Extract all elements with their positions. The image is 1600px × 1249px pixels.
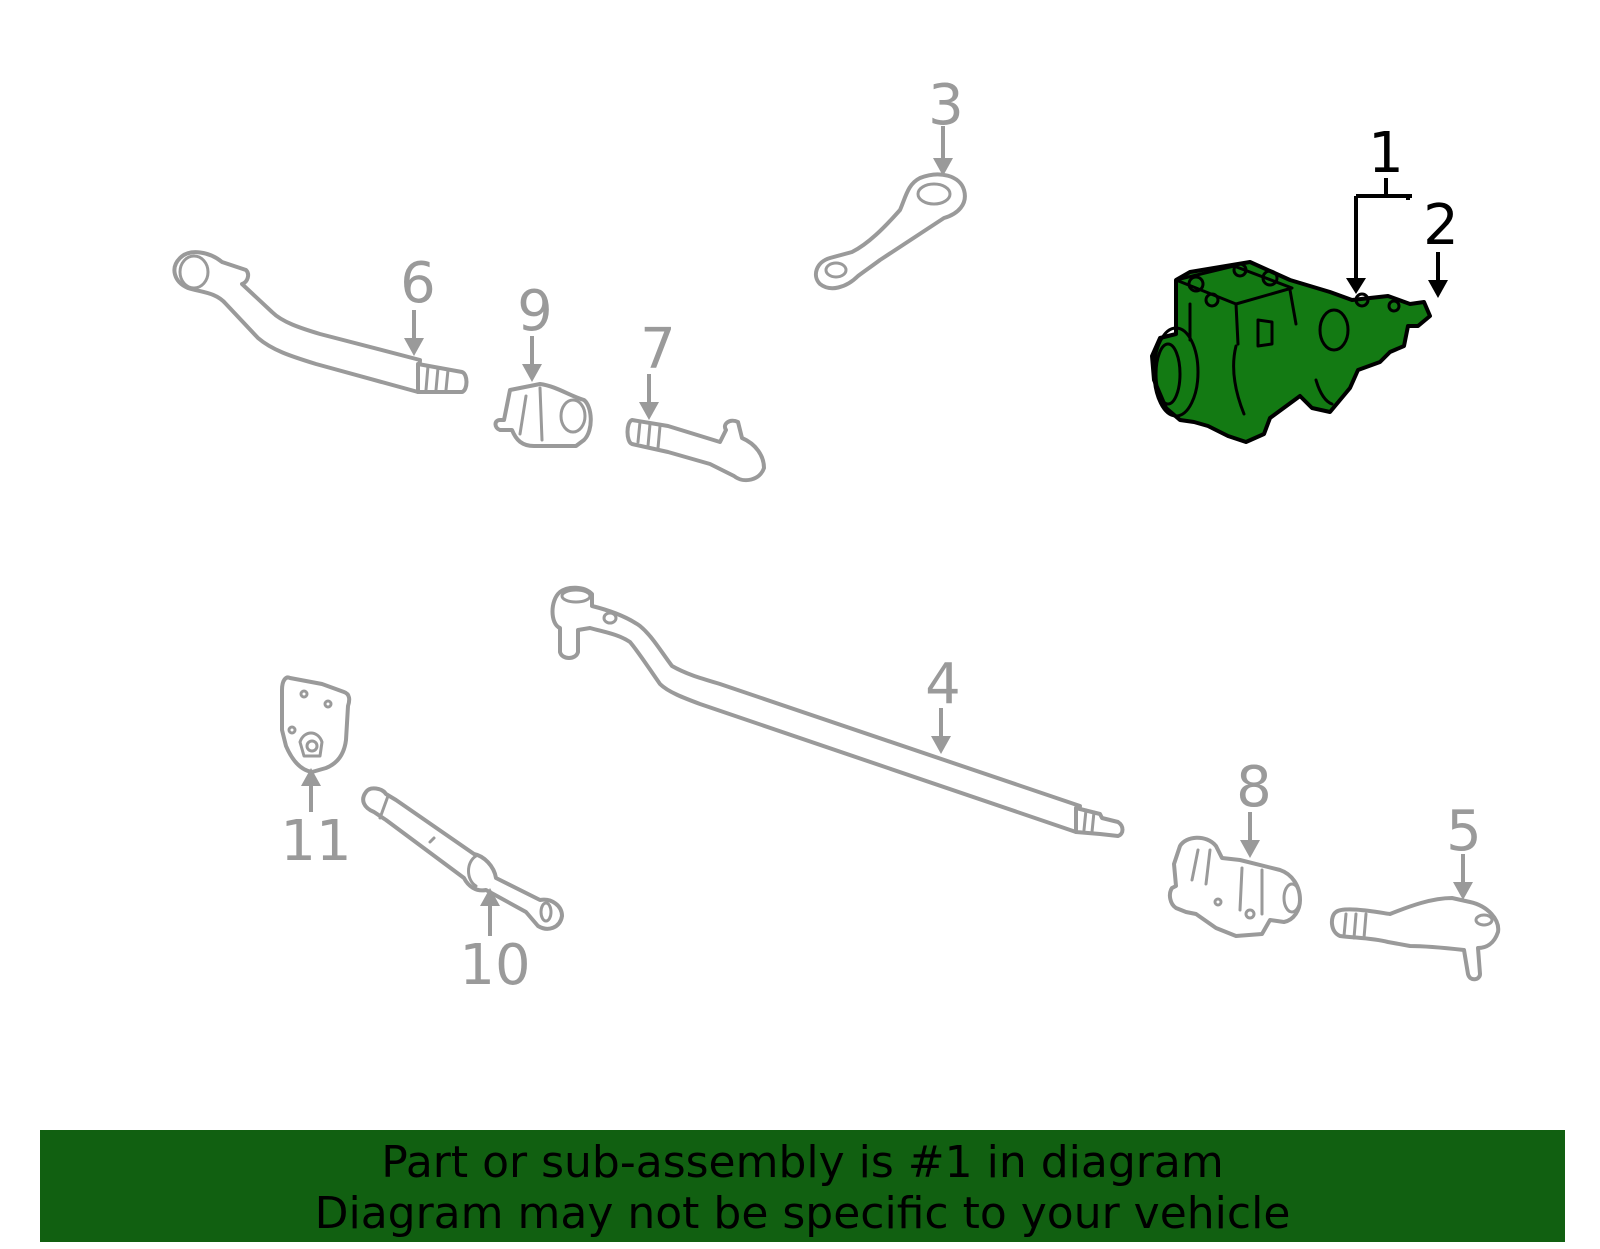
part-6-drag-link[interactable] [172, 250, 469, 394]
callout-3: 3 [928, 73, 964, 138]
callout-9: 9 [517, 279, 553, 344]
callout-1-bracket [1346, 178, 1448, 298]
callout-5: 5 [1446, 799, 1482, 864]
part-5-tie-rod-end[interactable] [1329, 896, 1501, 982]
part-1-steering-gear[interactable] [1150, 260, 1432, 444]
callout-6: 6 [400, 251, 436, 316]
banner-line-1: Part or sub-assembly is #1 in diagram [381, 1137, 1224, 1188]
callout-7: 7 [640, 317, 676, 382]
callout-2: 2 [1423, 193, 1459, 258]
callout-leaders [301, 126, 1473, 936]
info-banner: Part or sub-assembly is #1 in diagram Di… [40, 1130, 1565, 1242]
part-7-tie-rod-end[interactable] [625, 418, 766, 483]
callout-1: 1 [1368, 121, 1404, 186]
banner-line-2: Diagram may not be specific to your vehi… [314, 1188, 1291, 1239]
part-3-pitman-arm[interactable] [813, 172, 967, 291]
part-11-bracket[interactable] [280, 675, 352, 774]
callout-4: 4 [925, 652, 961, 717]
part-9-bushing[interactable] [493, 382, 593, 448]
part-4-tie-rod[interactable] [550, 585, 1125, 838]
part-8-bushing-clamp[interactable] [1167, 835, 1302, 938]
callout-11: 11 [280, 809, 351, 874]
callout-10: 10 [459, 933, 530, 998]
callout-8: 8 [1236, 755, 1272, 820]
part-10-steering-damper[interactable] [361, 786, 564, 931]
